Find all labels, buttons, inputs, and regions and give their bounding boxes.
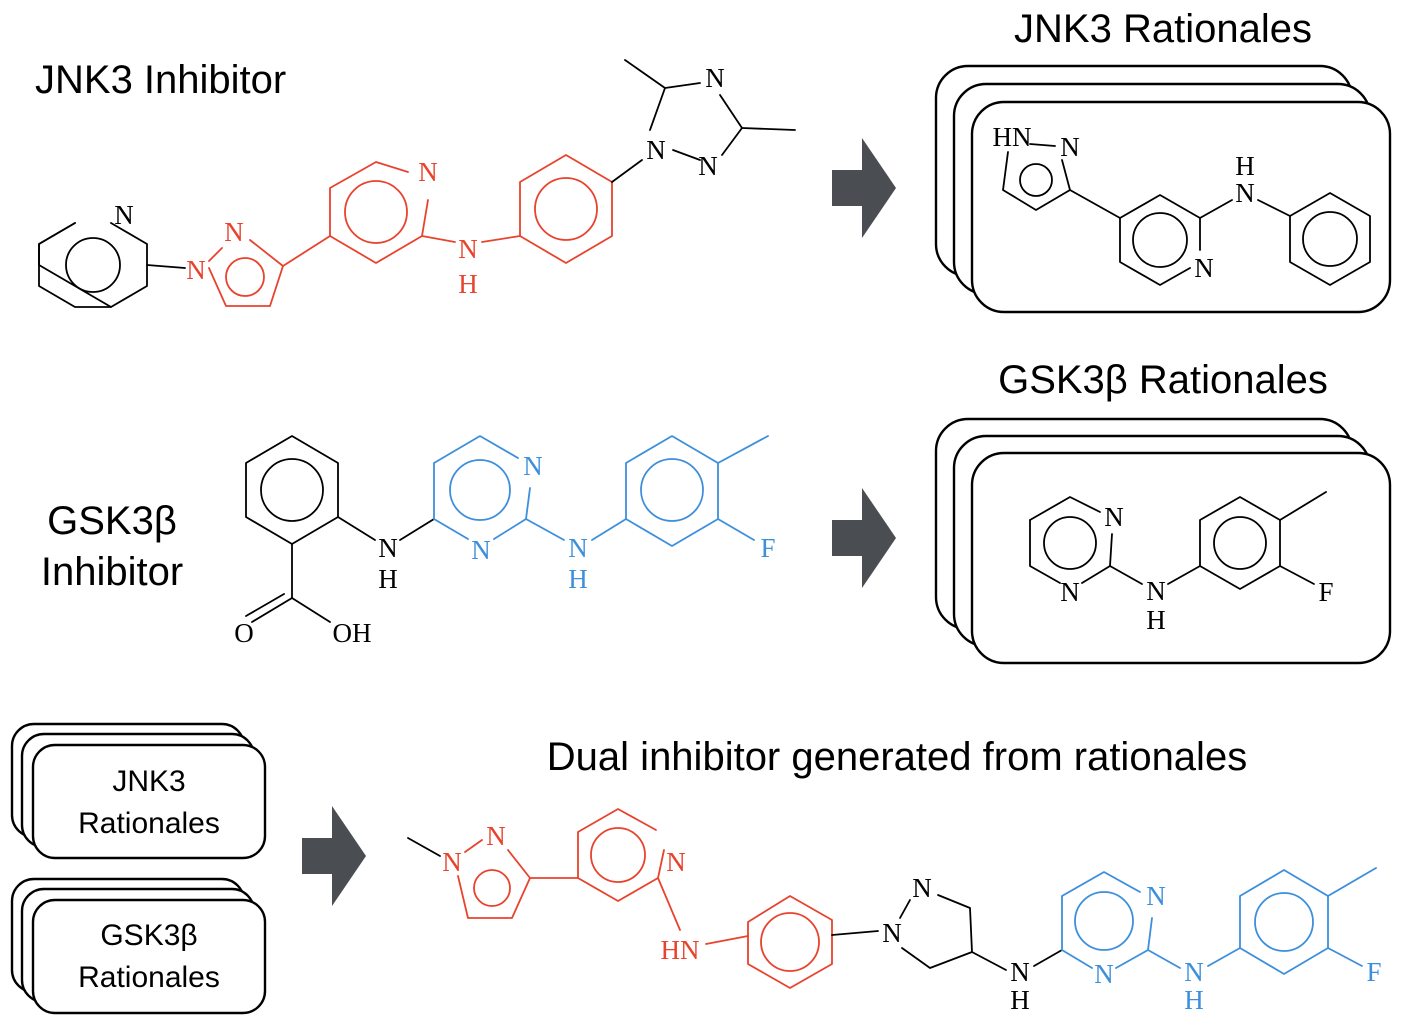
arrow-jnk3 <box>832 138 896 238</box>
small-gsk3b-card-line1: GSK3β <box>100 919 197 952</box>
small-jnk3-rationales-card: JNK3 Rationales <box>10 722 267 860</box>
atom-oh: OH <box>333 618 372 648</box>
phenyl-ring <box>481 154 643 264</box>
atom-h: H <box>568 564 588 594</box>
atom-n: N <box>1194 253 1214 283</box>
atom-n: N <box>1094 959 1114 989</box>
atom-n: N <box>1146 576 1166 606</box>
atom-n: N <box>1235 178 1255 208</box>
dual-inhibitor-structure: N N N HN N N N H N N N H <box>407 808 1382 1015</box>
atom-n: N <box>705 63 725 93</box>
atom-h: H <box>458 269 478 299</box>
atom-n: N <box>1184 957 1204 987</box>
jnk3-rationales-card-stack <box>934 64 1392 314</box>
atom-n: N <box>224 217 244 247</box>
atom-n: N <box>1060 577 1080 607</box>
atom-n: N <box>1060 132 1080 162</box>
pyrazole-ring <box>208 235 331 307</box>
atom-n: N <box>418 157 438 187</box>
atom-n: N <box>114 200 134 230</box>
gsk3b-rationales-card-stack <box>934 417 1392 665</box>
small-jnk3-card-line1: JNK3 <box>112 765 185 798</box>
atom-n: N <box>698 151 718 181</box>
triazole-ring <box>624 59 796 161</box>
atom-h: H <box>378 564 398 594</box>
arrow-gsk3b <box>832 488 896 588</box>
small-gsk3b-rationales-card: GSK3β Rationales <box>10 877 267 1015</box>
small-jnk3-card-line2: Rationales <box>78 807 220 840</box>
atom-n: N <box>666 847 686 877</box>
atom-n: N <box>471 535 491 565</box>
atom-n: N <box>486 821 506 851</box>
atom-h: H <box>1146 605 1166 635</box>
atom-h: H <box>1010 985 1030 1015</box>
atom-n: N <box>1010 957 1030 987</box>
jnk3-rationales-title: JNK3 Rationales <box>1014 7 1312 51</box>
atom-n: N <box>458 234 478 264</box>
dual-inhibitor-title: Dual inhibitor generated from rationales <box>547 735 1247 779</box>
atom-n: N <box>882 918 902 948</box>
atom-n: N <box>523 451 543 481</box>
atom-f: F <box>1318 577 1333 607</box>
gsk3b-inhibitor-structure: O OH N H N N N H F <box>234 435 776 648</box>
atom-n: N <box>568 533 588 563</box>
atom-f: F <box>760 533 775 563</box>
gsk3b-inhibitor-label-line1: GSK3β <box>47 499 177 543</box>
jnk3-rationale-structure: HN N N H N <box>993 122 1371 286</box>
jnk3-inhibitor-structure: N N N N N H N <box>38 59 796 308</box>
atom-hn: HN <box>993 122 1032 152</box>
gsk3b-inhibitor-label-line2: Inhibitor <box>41 550 183 594</box>
gsk3b-rationale-structure: N N N H F <box>1029 491 1334 635</box>
small-gsk3b-card-line2: Rationales <box>78 961 220 994</box>
atom-o: O <box>234 618 254 648</box>
atom-hn: HN <box>661 935 700 965</box>
central-pyridine-ring <box>329 161 456 264</box>
atom-n: N <box>442 847 462 877</box>
atom-n: N <box>1104 502 1124 532</box>
atom-n: N <box>646 135 666 165</box>
atom-n: N <box>1146 881 1166 911</box>
atom-n: N <box>186 255 206 285</box>
atom-n: N <box>378 533 398 563</box>
jnk3-inhibitor-label: JNK3 Inhibitor <box>35 58 286 102</box>
atom-n: N <box>912 873 932 903</box>
atom-h: H <box>1184 985 1204 1015</box>
arrow-dual <box>302 806 366 906</box>
atom-h: H <box>1235 151 1255 181</box>
pyridine-ring <box>38 222 186 308</box>
atom-f: F <box>1366 957 1381 987</box>
gsk3b-rationales-title: GSK3β Rationales <box>998 358 1328 402</box>
